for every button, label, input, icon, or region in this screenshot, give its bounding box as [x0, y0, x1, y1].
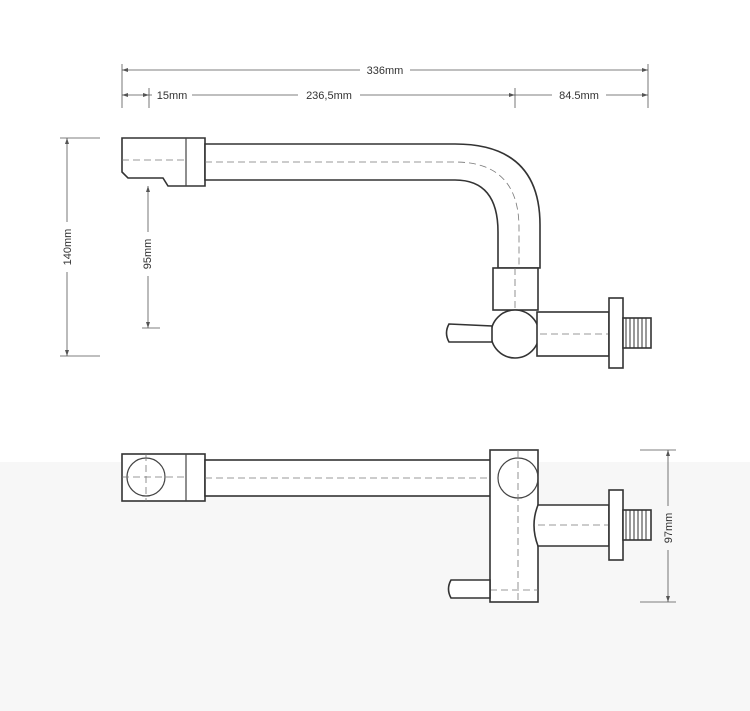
dimension-total-width: 336mm	[121, 62, 649, 108]
dim-label-total-width: 336mm	[367, 65, 404, 77]
dim-label-spout-end: 15mm	[157, 90, 188, 102]
dim-label-total-height: 140mm	[62, 229, 74, 266]
dimension-top-view-depth: 97mm	[640, 449, 676, 603]
faucet-top-view	[121, 449, 652, 603]
lower-background	[0, 462, 750, 711]
dim-label-outlet-height: 95mm	[142, 239, 154, 270]
dimension-segments: 15mm 236,5mm 84.5mm	[122, 88, 648, 108]
dimension-outlet-height: 95mm	[140, 186, 160, 329]
dimension-total-height: 140mm	[59, 137, 100, 357]
faucet-side-view	[121, 137, 652, 369]
dim-label-spout-length: 236,5mm	[306, 90, 352, 102]
dim-label-top-view-depth: 97mm	[663, 513, 675, 544]
dim-label-wall-offset: 84.5mm	[559, 90, 599, 102]
